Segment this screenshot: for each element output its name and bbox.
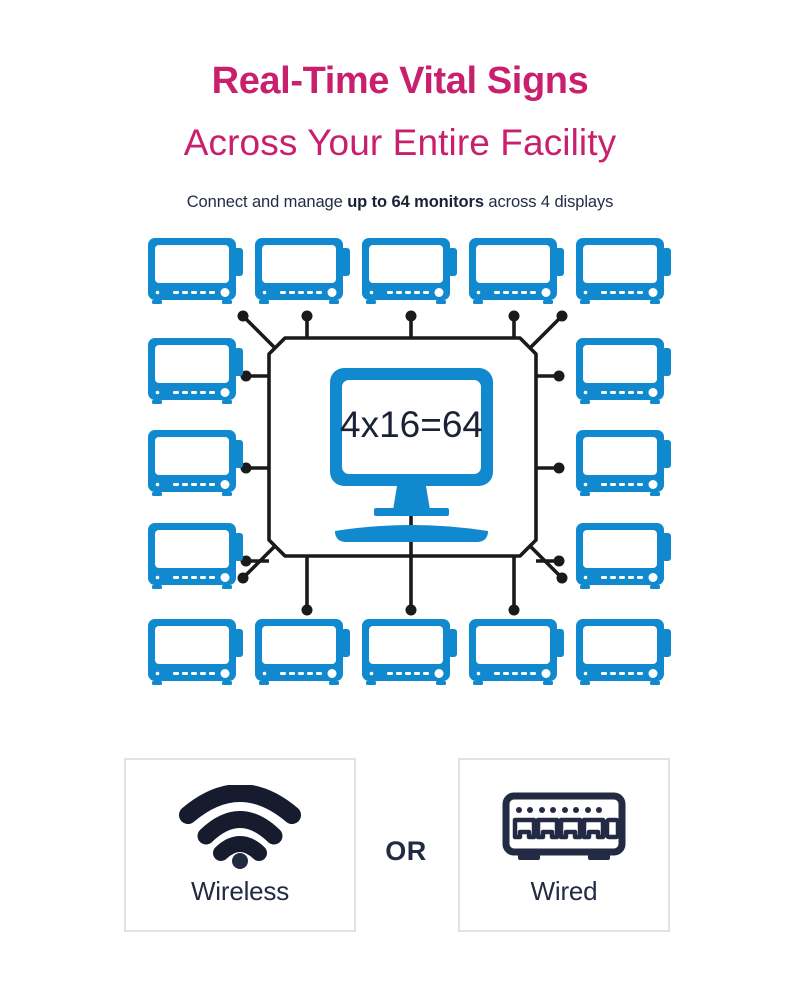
monitor-item [576,430,671,496]
monitor-row-bottom [148,619,671,685]
monitor-item [255,619,350,685]
central-display-icon [330,368,493,542]
monitor-item [148,619,243,685]
connectivity-options: Wireless OR [0,758,800,938]
page-header: Real-Time Vital Signs Across Your Entire… [0,62,800,161]
wired-option-card[interactable]: Wired [458,758,670,932]
monitor-item [148,523,243,589]
monitor-item [576,338,671,404]
wired-option-label: Wired [530,876,598,906]
monitor-row-left [148,338,243,589]
central-display-label: 4x16=64 [340,404,483,445]
page-title-line-1: Real-Time Vital Signs [211,60,589,102]
monitor-item [469,619,564,685]
page-subtitle: Connect and manage up to 64 monitors acr… [0,193,800,212]
monitor-item [255,238,350,304]
subtitle-prefix: Connect and manage [186,193,348,211]
subtitle-suffix: across 4 displays [483,193,614,211]
monitor-item [362,619,457,685]
monitor-item [148,338,243,404]
monitor-network-diagram: 4x16=64 [130,228,675,688]
monitor-item [576,523,671,589]
monitor-row-top [148,238,671,304]
wireless-option-card[interactable]: Wireless [124,758,356,932]
monitor-item [148,238,243,304]
wireless-option-label: Wireless [190,876,290,906]
monitor-item [576,238,671,304]
monitor-item [148,430,243,496]
monitor-item [362,238,457,304]
wifi-icon [179,784,301,870]
monitor-item [576,619,671,685]
monitor-row-right [576,338,671,589]
subtitle-highlight: up to 64 monitors [347,193,484,211]
or-separator-label: OR [385,836,427,866]
page-title-line-2: Across Your Entire Facility [183,122,617,163]
network-switch-icon [502,790,626,870]
monitor-item [469,238,564,304]
